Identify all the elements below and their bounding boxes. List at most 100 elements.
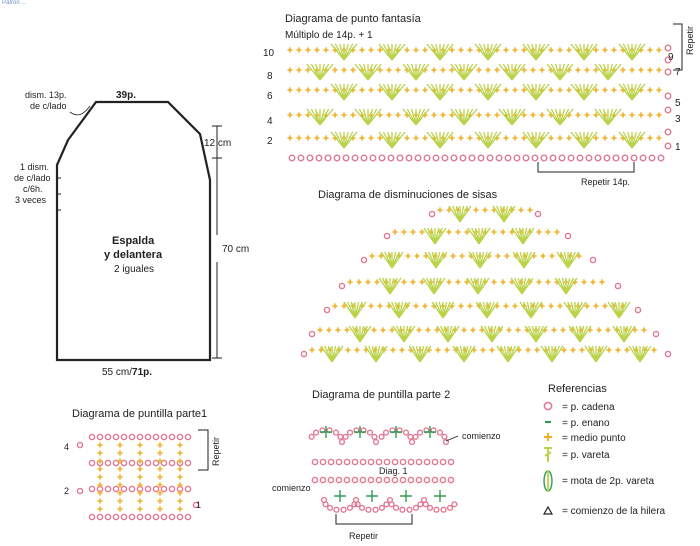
dc-fan-symbol [354,108,382,126]
dc-fan-symbol [480,325,504,343]
single-crochet-symbol [467,87,473,93]
single-crochet-symbol [557,135,563,141]
chain-stitch-symbol [664,68,672,76]
single-crochet-symbol [467,303,473,309]
dc-fan-symbol [618,83,646,101]
chain-stitch-symbol [322,501,329,508]
single-crochet-symbol [413,303,419,309]
chain-stitch-symbol [664,92,672,100]
single-crochet-symbol [345,347,351,353]
chain-stitch-symbol [160,459,168,467]
single-crochet-symbol [405,253,411,259]
chain-stitch-symbol [112,459,120,467]
single-crochet-symbol [359,47,365,53]
dc-fan-symbol [519,301,543,319]
chain-stitch-symbol [664,56,672,64]
chain-circle-icon [543,401,553,411]
chain-stitch-symbol [144,513,152,521]
single-crochet-symbol [551,327,557,333]
single-crochet-symbol [620,67,626,73]
chain-stitch-symbol [104,485,112,493]
single-crochet-symbol [579,347,585,353]
edging2-start-right: comienzo [462,431,501,441]
dc-fan-symbol [607,301,631,319]
chain-stitch-symbol [333,506,340,513]
dc-fan-symbol [496,345,520,363]
single-crochet-symbol [458,303,464,309]
single-crochet-symbol [309,347,315,353]
single-crochet-symbol [410,279,416,285]
single-crochet-symbol [287,112,293,118]
chain-stitch-symbol [391,458,399,466]
single-crochet-symbol [413,47,419,53]
single-crochet-symbol [137,490,143,496]
pattern-diagram: Diagrama de punto fantasía Múltiplo de 1… [263,13,695,187]
chain-stitch-symbol [76,487,84,495]
dc-fan-symbol [378,277,402,295]
single-crochet-symbol [177,442,183,448]
single-crochet-symbol [512,87,518,93]
chain-stitch-symbol [136,433,144,441]
single-crochet-symbol [503,47,509,53]
chain-stitch-symbol [450,154,458,162]
chain-stitch-symbol [534,210,542,218]
chain-stitch-symbol [337,433,344,440]
chain-stitch-symbol [412,433,419,440]
single-crochet-symbol [377,47,383,53]
single-crochet-symbol [611,47,617,53]
single-crochet-symbol [137,442,143,448]
single-crochet-symbol [584,67,590,73]
single-crochet-symbol [287,135,293,141]
chain-stitch-symbol [576,154,584,162]
dc-fan-symbol [594,63,622,81]
dc-fan-symbol [378,83,406,101]
dec-side-line3: c/6h. [23,184,43,194]
single-crochet-symbol [539,303,545,309]
chain-stitch-symbol [342,433,349,440]
dec-side-line1: 1 dism. [20,162,49,172]
single-crochet-symbol [593,112,599,118]
single-crochet-symbol [404,135,410,141]
chain-stitch-symbol [104,459,112,467]
dc-fan-symbol [546,108,574,126]
chain-stitch-symbol [144,459,152,467]
chain-stitch-symbol [346,429,354,436]
single-crochet-symbol [620,112,626,118]
corner-tag: Patrón ... [2,0,27,6]
chain-stitch-symbol [104,433,112,441]
chain-stitch-symbol [439,458,447,466]
single-crochet-symbol [137,466,143,472]
piece-name-3: 2 iguales [114,264,154,275]
repeat-side-label: Repetir [685,26,695,55]
chain-stitch-symbol [415,458,423,466]
single-crochet-symbol [368,47,374,53]
single-crochet-symbol [435,347,441,353]
legend-title: Referencias [548,383,607,395]
chain-stitch-symbol [378,504,386,511]
dc-fan-symbol [426,83,454,101]
row-number: 8 [267,71,273,82]
dc-fan-symbol [492,205,516,223]
edging1-row-number: 2 [64,486,69,496]
chain-stitch-symbol [423,154,431,162]
chain-stitch-symbol [360,154,368,162]
chain-stitch-symbol [359,458,367,466]
single-crochet-symbol [473,207,479,213]
single-crochet-symbol [467,135,473,141]
single-crochet-symbol [495,253,501,259]
chain-stitch-symbol [371,433,378,440]
single-crochet-symbol [305,135,311,141]
single-crochet-symbol [521,112,527,118]
chain-stitch-symbol [351,458,359,466]
single-crochet-symbol [332,67,338,73]
single-crochet-symbol [446,279,452,285]
single-crochet-symbol [296,112,302,118]
chain-stitch-symbol [311,458,319,466]
single-crochet-symbol [615,347,621,353]
chain-stitch-symbol [657,154,665,162]
chain-stitch-symbol [412,504,420,511]
dc-fan-symbol [422,277,446,295]
chain-stitch-symbol [324,154,332,162]
single-crochet-symbol [530,67,536,73]
single-crochet-symbol [470,327,476,333]
